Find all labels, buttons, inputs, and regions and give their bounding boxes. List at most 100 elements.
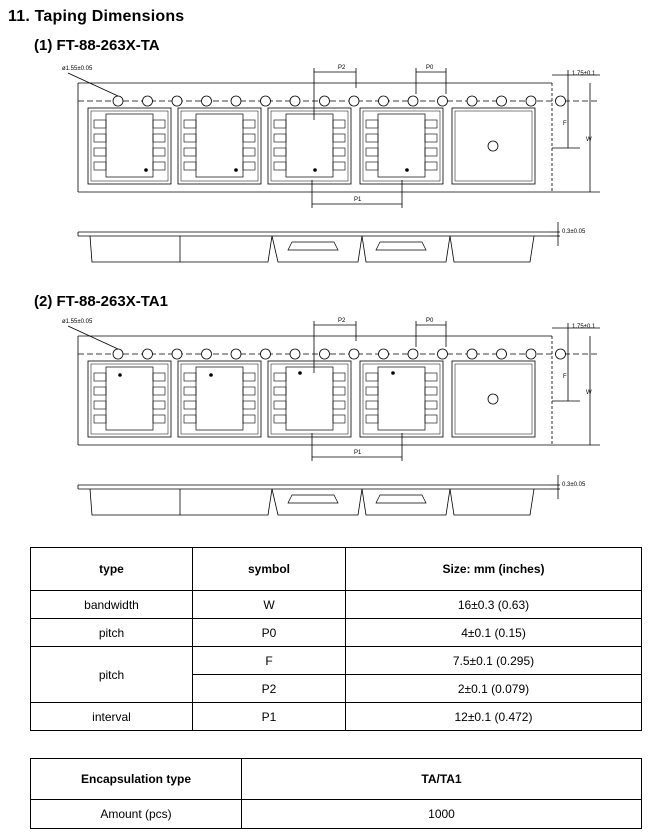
component-pin [183,372,197,382]
component-pin [152,386,166,396]
sprocket-hole [260,95,271,107]
component-pin [152,400,166,410]
profile-pocket [449,488,535,516]
component-pin [273,147,287,157]
pocket-inner-wall [90,110,169,182]
header-symbol: symbol [192,547,346,591]
component-pin [365,386,379,396]
table-row: interval P1 12±0.1 (0.472) [30,702,642,731]
section-title: 11. Taping Dimensions [8,8,185,25]
pocket-inner-wall [270,110,349,182]
p1-label: P1 [354,450,362,456]
component-pin [152,133,166,143]
sprocket-hole [407,348,419,360]
component-pin [152,414,166,424]
component-body [195,366,244,431]
sprocket-hole [378,348,389,360]
pocket-inner-wall [180,110,259,182]
cell-amount-label: Amount (pcs) [30,799,242,829]
sprocket-hole [555,95,566,107]
component-pocket [267,360,352,438]
component-pin [365,133,379,143]
component-pocket [359,360,444,438]
pocket-inner-wall [362,110,441,182]
pin1-marker-dot [405,168,409,172]
profile-pocket [361,488,451,516]
w-label: W [586,137,592,143]
component-pin [273,161,287,171]
pin1-marker-dot [209,373,213,377]
cell-size: 12±0.1 (0.472) [345,702,642,731]
pin1-marker-dot [118,373,122,377]
profile-component [375,494,427,504]
cell-size: 2±0.1 (0.079) [345,674,642,703]
cell-type: bandwidth [30,590,193,619]
component-pin [424,414,438,424]
table-row: pitch F 7.5±0.1 (0.295) [30,646,642,703]
component-pin [424,161,438,171]
sprocket-hole [260,348,271,360]
component-pin [424,386,438,396]
component-pin [365,119,379,129]
sprocket-hole [378,95,389,107]
sprocket-hole [466,348,478,360]
component-pin [93,133,107,143]
hole-diameter-label: ø1.55±0.05 [62,319,93,325]
sprocket-hole [201,348,212,360]
profile-pocket [271,235,363,263]
sprocket-hole [289,348,301,360]
component-pin [152,119,166,129]
component-pin [424,147,438,157]
cell-symbol: P1 [192,702,346,731]
profile-pocket [361,235,451,263]
profile-pocket [449,235,535,263]
profile-component [287,494,339,504]
component-pin [365,372,379,382]
component-pin [424,119,438,129]
p2-label: P2 [338,318,346,324]
cell-type: pitch [30,646,193,703]
component-pin [273,414,287,424]
component-pin [93,119,107,129]
table-row: bandwidth W 16±0.3 (0.63) [30,590,642,619]
component-pin [242,372,256,382]
component-pin [93,400,107,410]
cell-symbol: P0 [192,618,346,647]
p2-label: P2 [338,65,346,71]
sprocket-hole [496,95,507,107]
component-body [377,113,426,178]
thickness-label: 0.3±0.05 [562,229,586,235]
header-type: type [30,547,193,591]
p0-label: P0 [426,318,434,324]
component-pin [365,414,379,424]
component-pin [273,372,287,382]
table-row: pitch P0 4±0.1 (0.15) [30,618,642,647]
sprocket-hole [555,348,566,360]
component-pin [93,161,107,171]
component-body [105,113,154,178]
sprocket-hole [142,95,153,107]
component-pin [365,400,379,410]
pocket-inner-wall [270,363,349,435]
component-pin [183,133,197,143]
component-pin [183,386,197,396]
component-pin [93,372,107,382]
drawing2-title: (2) FT-88-263X-TA1 [34,293,168,310]
sprocket-hole [171,95,183,107]
component-pin [242,119,256,129]
pin1-marker-dot [234,168,238,172]
sprocket-hole [171,348,183,360]
component-pin [242,147,256,157]
cell-symbol: P2 [192,674,346,703]
component-pin [152,147,166,157]
sprocket-hole [201,95,212,107]
component-pin [152,161,166,171]
sprocket-hole [407,95,419,107]
component-pin [242,386,256,396]
component-pin [183,161,197,171]
thickness-label: 0.3±0.05 [562,482,586,488]
component-pin [273,119,287,129]
sprocket-hole [289,95,301,107]
